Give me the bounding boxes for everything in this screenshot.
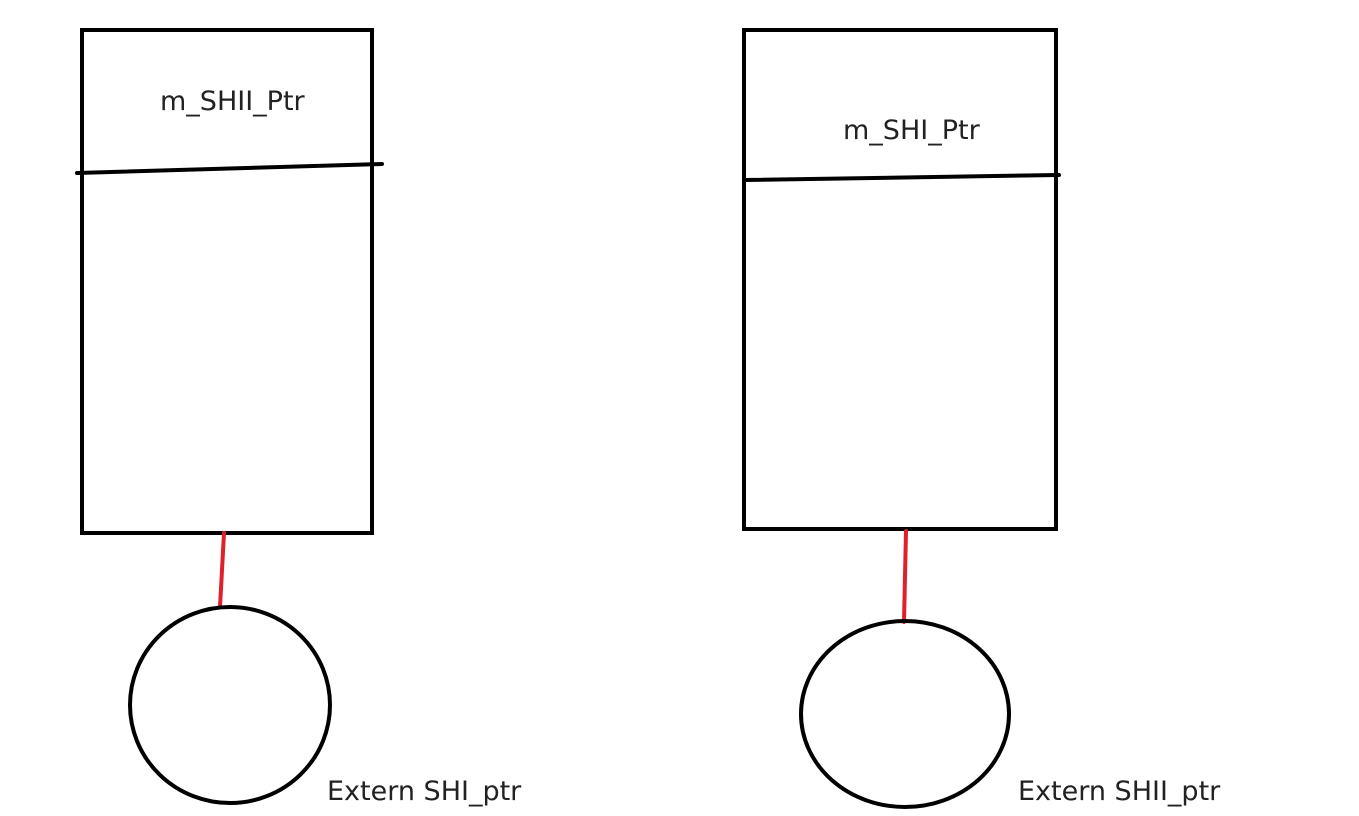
left-group: m_SHII_Ptr Extern SHI_ptr: [75, 28, 522, 807]
right-node: [799, 619, 1011, 809]
left-box-divider: [75, 162, 384, 175]
left-box-label: m_SHII_Ptr: [160, 86, 306, 117]
right-group: m_SHI_Ptr Extern SHII_ptr: [742, 28, 1221, 809]
left-node-label: Extern SHI_ptr: [327, 776, 522, 807]
right-box-divider: [744, 173, 1061, 182]
left-connector: [218, 531, 226, 609]
right-box: [742, 28, 1058, 531]
left-box: [80, 28, 374, 535]
left-node: [128, 605, 332, 805]
right-box-label: m_SHI_Ptr: [843, 115, 981, 146]
right-node-label: Extern SHII_ptr: [1018, 776, 1221, 807]
right-connector: [902, 529, 908, 624]
